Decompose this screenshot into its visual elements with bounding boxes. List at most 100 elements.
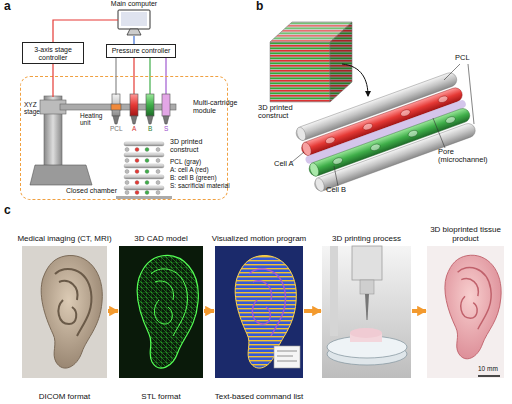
printed-construct (156, 191, 160, 195)
printing-photo (322, 246, 411, 378)
computer-icon (127, 29, 141, 35)
motion-program-image (249, 269, 286, 336)
xyz-stage-drawing (60, 104, 176, 110)
node-title: 3-axis stage controller (23, 46, 83, 62)
leader-line (444, 64, 460, 80)
motion-program-image (274, 346, 300, 368)
printed-construct (145, 159, 149, 163)
zoom-arrow (342, 64, 368, 96)
strand-cylinders (437, 95, 448, 104)
workflow-step: 3D printing process (322, 218, 411, 404)
motion-program-image (277, 351, 297, 361)
printed-construct (135, 170, 139, 174)
cartridge (113, 116, 119, 124)
material-note: B: cell B (green) (170, 174, 217, 181)
printed-construct (125, 148, 160, 195)
node-title: 3D bioprinted tissue product (422, 226, 509, 244)
flow-arrow (204, 309, 214, 313)
printed-construct (135, 181, 139, 185)
part-label: Heating unit (80, 112, 106, 127)
cartridge (130, 94, 138, 116)
cartridge (147, 116, 153, 124)
leader-line (433, 118, 445, 148)
printed-construct (125, 159, 129, 163)
cartridge-label: B (148, 125, 152, 132)
part-label: PCL (455, 54, 470, 62)
printed-construct (125, 170, 129, 174)
controller-box: Pressure controller (106, 44, 176, 58)
flow-arrow (412, 309, 426, 313)
node-subtitle: DICOM format (17, 393, 112, 402)
cartridge (162, 94, 170, 116)
strand-cylinders (301, 141, 313, 157)
computer-icon (118, 10, 150, 35)
cartridge (146, 94, 154, 116)
printing-photo (350, 328, 382, 338)
material-note: S: sacrificial material (170, 182, 230, 189)
computer-node: Main computer (104, 0, 164, 38)
lattice-block (270, 22, 352, 102)
node-title: Multi-cartridge module (193, 99, 241, 115)
leader-line (334, 166, 338, 186)
flow-arrow (304, 309, 321, 313)
printed-construct (135, 159, 139, 163)
lattice-block (330, 22, 352, 102)
strand-cylinders (325, 136, 336, 145)
node-title: 3D printing process (317, 235, 416, 244)
node-subtitle: STL format (114, 393, 208, 402)
printed-construct (135, 191, 139, 195)
cad-model-image (119, 246, 203, 378)
medical-image (22, 246, 107, 378)
printing-photo (322, 246, 411, 378)
cad-model-image (137, 255, 198, 368)
printed-construct (145, 181, 149, 185)
node-title: Visualized motion program (210, 235, 308, 244)
printing-photo (330, 246, 338, 336)
strand-cylinders (308, 162, 320, 178)
lattice-block (270, 42, 330, 102)
strand-cylinders (295, 126, 307, 142)
printed-construct (135, 148, 139, 152)
printed-construct (116, 196, 172, 199)
controller-box: 3-axis stage controller (22, 42, 84, 64)
panel-letter: b (256, 0, 263, 13)
part-label: 3D printed construct (258, 104, 308, 121)
medical-image (41, 255, 102, 368)
node-title: 3D CAD model (114, 235, 208, 244)
node-title: Pressure controller (107, 47, 175, 55)
strand-cylinders (294, 71, 477, 193)
printed-construct (124, 153, 164, 157)
printed-construct (156, 181, 160, 185)
printed-construct (116, 142, 172, 199)
cartridge-label: A (132, 125, 136, 132)
printed-construct (145, 170, 149, 174)
cartridge (131, 116, 137, 124)
printed-construct (156, 170, 160, 174)
printed-construct (145, 148, 149, 152)
cartridge-label: PCL (110, 125, 123, 132)
leader-line (292, 152, 304, 162)
strand-cylinders (445, 115, 456, 124)
strand-cylinders (400, 108, 411, 117)
control-wire (52, 64, 53, 97)
part-label: Pore (microchannel) (438, 148, 496, 165)
tissue-product-image (458, 268, 492, 330)
panel-letter: c (4, 204, 11, 217)
cad-model-image (119, 246, 203, 378)
strand-cylinders (407, 129, 418, 138)
printed-construct (125, 148, 129, 152)
flow-arrow (108, 309, 118, 313)
strand-cylinders (332, 156, 343, 165)
medical-image (55, 269, 92, 336)
workflow-step: 3D CAD modelSTL format (119, 218, 203, 404)
node-subtitle: Text-based command list (210, 393, 308, 402)
printed-construct (156, 159, 160, 163)
computer-icon (121, 12, 147, 26)
xyz-stage-drawing (30, 165, 92, 185)
cartridge (112, 94, 120, 116)
tissue-product-image (445, 255, 501, 359)
tissue-product-image (427, 246, 504, 378)
xyz-stage: XYZ stage (24, 95, 84, 187)
strand-cylinders (325, 95, 457, 166)
